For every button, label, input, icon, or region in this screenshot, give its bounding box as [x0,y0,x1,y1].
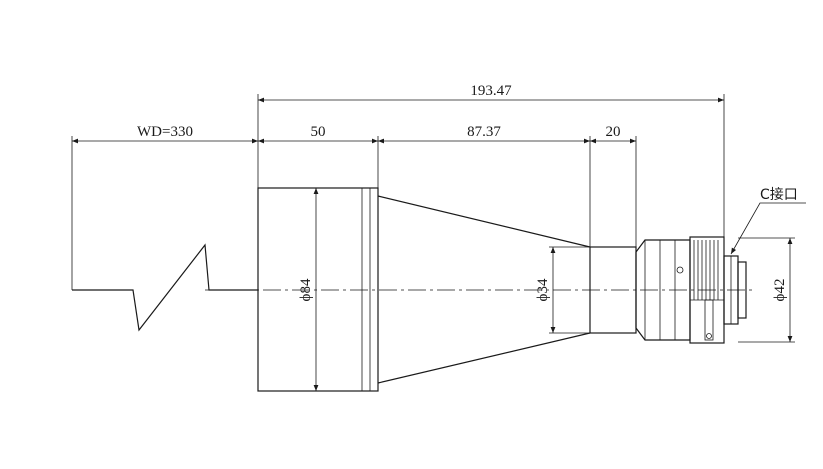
dim-wd: WD=330 [72,124,258,144]
dim-overall: 193.47 [258,83,724,103]
mount-leader: C接口 [730,186,806,255]
rear-body [635,236,747,344]
dim-mid-diameter-label: ϕ34 [535,278,551,301]
dim-rear-length: 20 [590,124,636,144]
extension-lines [71,94,795,343]
dim-rear-length-label: 20 [606,124,621,140]
wd-break-line [72,243,258,332]
dim-cone-length: 87.37 [378,124,590,144]
dim-front-diameter-label: ϕ84 [298,278,314,301]
dim-wd-label: WD=330 [137,124,193,140]
dim-front-length: 50 [258,124,378,144]
dim-mount-diameter: ϕ42 [772,238,793,342]
dim-front-length-label: 50 [311,124,326,140]
mount-label: C接口 [760,186,798,203]
dim-mid-diameter: ϕ34 [535,247,556,333]
cone-body [377,195,591,384]
dim-mount-diameter-label: ϕ42 [772,279,788,302]
dim-cone-length-label: 87.37 [467,124,501,140]
dim-front-diameter: ϕ84 [298,188,319,391]
front-barrel [257,187,379,392]
dim-overall-label: 193.47 [470,83,512,99]
